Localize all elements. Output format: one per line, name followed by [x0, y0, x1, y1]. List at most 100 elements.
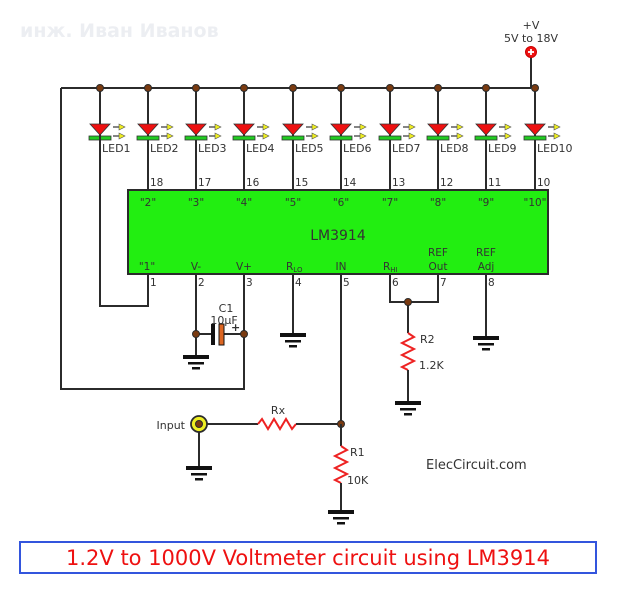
input-jack-icon[interactable] [190, 415, 208, 433]
light-arrow-icon [359, 132, 367, 140]
led-label: LED4 [246, 142, 275, 155]
light-arrow-icon [214, 132, 222, 140]
led-1: LED1 [88, 84, 131, 190]
r2-value: 1.2K [419, 359, 444, 372]
pin-number: 15 [295, 177, 308, 189]
pin-number: 7 [440, 277, 447, 289]
ground-icon [328, 510, 354, 525]
light-arrow-icon [504, 132, 512, 140]
led-cathode-bar [232, 135, 256, 141]
led-5: LED5 [281, 84, 324, 190]
led-triangle-icon [282, 123, 304, 136]
pin-label: IN [336, 261, 347, 273]
junction-dot [192, 330, 200, 338]
caption-text: 1.2V to 1000V Voltmeter circuit using LM… [66, 545, 550, 570]
pin-label: V+ [236, 261, 252, 273]
led-4: LED4 [232, 84, 275, 190]
site-label: ElecCircuit.com [426, 458, 527, 473]
pin-label: "9" [478, 197, 494, 209]
ground-icon [473, 336, 499, 351]
led-9: LED9 [474, 84, 517, 190]
junction-dot [96, 84, 104, 92]
light-arrow-icon [456, 123, 464, 131]
pin-label: "10" [523, 197, 546, 209]
light-arrow-icon [553, 132, 561, 140]
pin-label: Adj [478, 261, 495, 273]
light-arrow-icon [118, 123, 126, 131]
ground-icon [395, 401, 421, 416]
pin6-7-wire [389, 274, 439, 303]
led-label: LED3 [198, 142, 227, 155]
pin-number: 2 [198, 277, 205, 289]
junction-dot [531, 84, 539, 92]
resistor-r1-icon [332, 445, 350, 484]
caption-box: 1.2V to 1000V Voltmeter circuit using LM… [19, 541, 597, 574]
junction-dot [240, 84, 248, 92]
pin-number: 10 [537, 177, 550, 189]
pin-label: "4" [236, 197, 252, 209]
led-cathode-bar [426, 135, 450, 141]
resistor-rx-icon [257, 417, 297, 431]
light-arrow-icon [553, 123, 561, 131]
supply-terminal-icon [525, 46, 537, 58]
pin-number: 1 [150, 277, 157, 289]
pin-number: 11 [488, 177, 501, 189]
led-label: LED8 [440, 142, 469, 155]
ground-icon [183, 355, 209, 370]
resistor-r2-icon [399, 332, 417, 371]
led-triangle-icon [475, 123, 497, 136]
pin-number: 16 [246, 177, 260, 189]
led-label: LED10 [537, 142, 573, 155]
led-cathode-bar [474, 135, 498, 141]
light-arrow-icon [262, 132, 270, 140]
led-triangle-icon [185, 123, 207, 136]
led-label: LED5 [295, 142, 324, 155]
light-arrow-icon [166, 132, 174, 140]
light-arrow-icon [359, 123, 367, 131]
led-label: LED9 [488, 142, 517, 155]
led-cathode-bar [378, 135, 402, 141]
led-triangle-icon [137, 123, 159, 136]
r1-value: 10K [347, 474, 369, 487]
pin-number: 4 [295, 277, 302, 289]
junction-dot [337, 84, 345, 92]
led-6: LED6 [329, 84, 372, 190]
pin-label-line1: REF [476, 247, 496, 259]
pin-number: 5 [343, 277, 350, 289]
junction-dot [192, 84, 200, 92]
pin-number: 6 [392, 277, 399, 289]
c1-polarity: + [231, 321, 240, 334]
pin-number: 12 [440, 177, 453, 189]
r2-name: R2 [420, 333, 435, 346]
junction-dot [482, 84, 490, 92]
led-triangle-icon [330, 123, 352, 136]
light-arrow-icon [456, 132, 464, 140]
pin-label: "8" [430, 197, 446, 209]
pin-number: 13 [392, 177, 405, 189]
pin-label: "6" [333, 197, 349, 209]
c1-value: 10μF [210, 314, 237, 327]
pin-label: "1" [139, 261, 155, 273]
led-triangle-icon [89, 123, 111, 136]
pin-label: "5" [285, 197, 301, 209]
junction-dot [240, 330, 248, 338]
led-10: LED10 [523, 84, 573, 190]
junction-dot [289, 84, 297, 92]
ground-icon [186, 466, 212, 481]
light-arrow-icon [118, 132, 126, 140]
pin1-wire [99, 136, 149, 307]
junction-dot [386, 84, 394, 92]
light-arrow-icon [311, 132, 319, 140]
led-label: LED7 [392, 142, 421, 155]
watermark-text: инж. Иван Иванов [20, 20, 219, 42]
led-cathode-bar [523, 135, 547, 141]
led-cathode-bar [329, 135, 353, 141]
ground-icon [280, 333, 306, 348]
led-cathode-bar [184, 135, 208, 141]
pin-number: 8 [488, 277, 495, 289]
pin-number: 14 [343, 177, 357, 189]
vplus-return-wire [60, 88, 245, 390]
pin-number: 3 [246, 277, 253, 289]
pin-number: 18 [150, 177, 163, 189]
